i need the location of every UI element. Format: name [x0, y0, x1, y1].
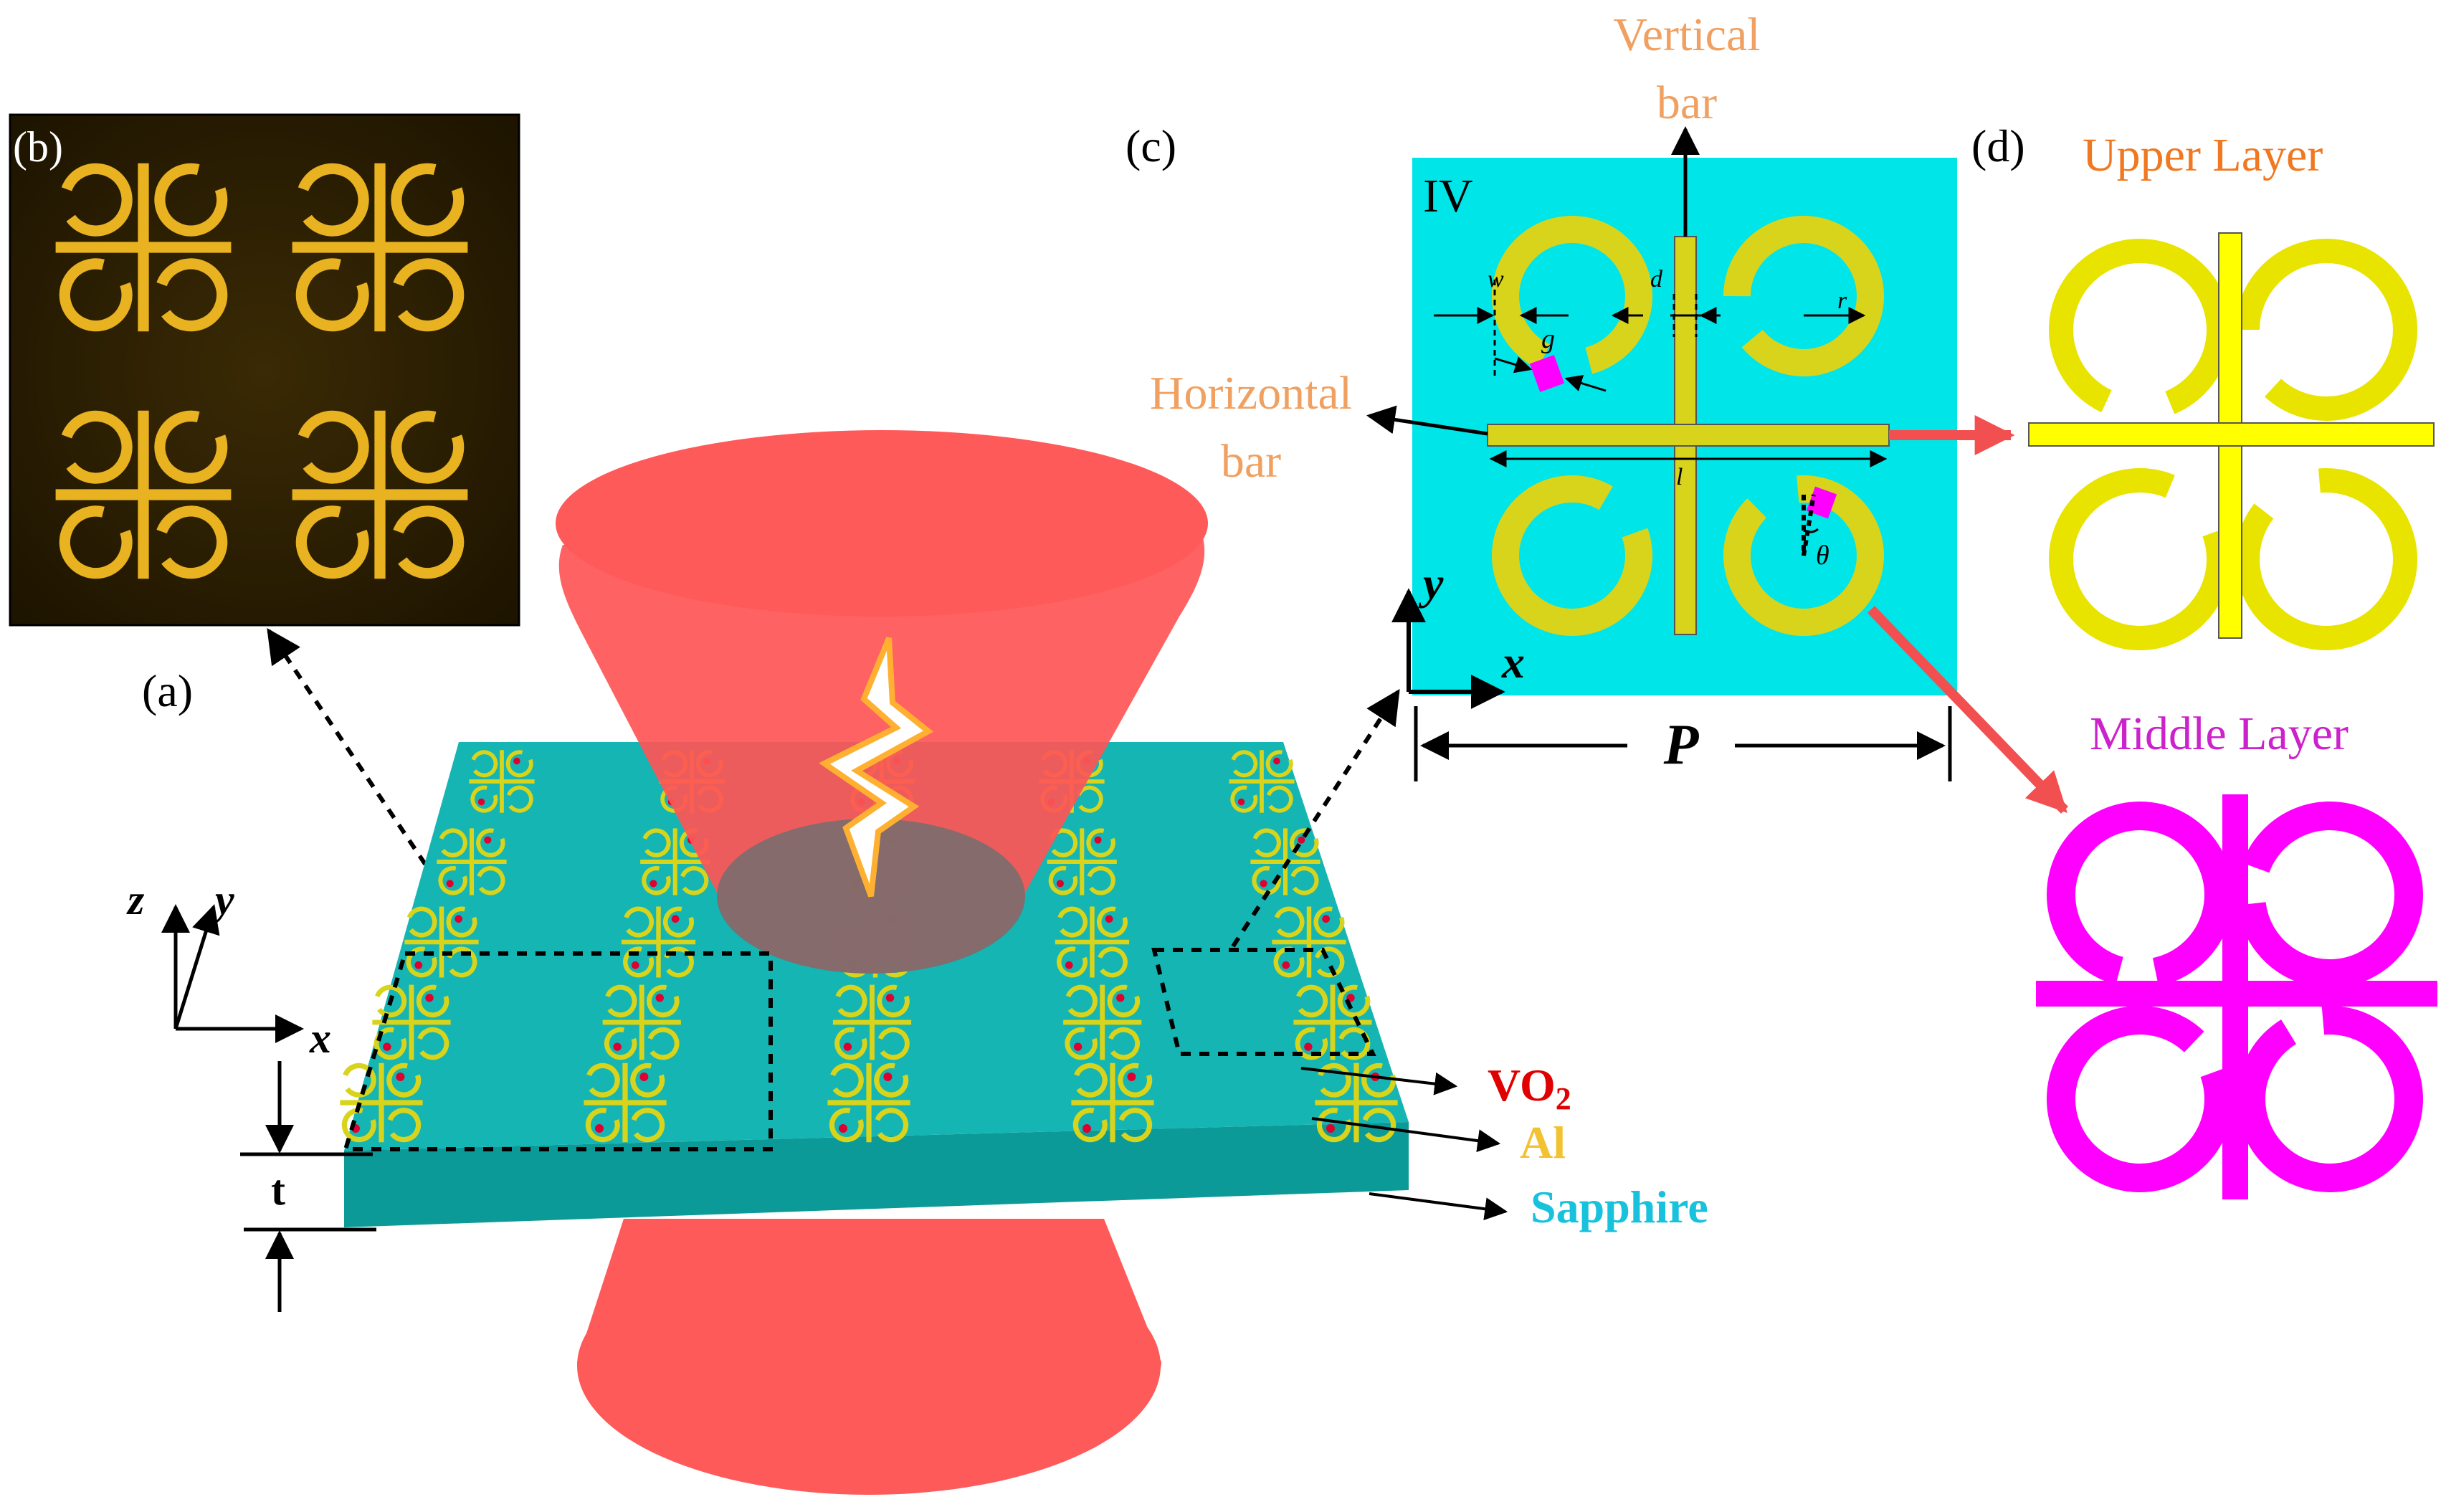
- panel-label-c: (c): [1126, 120, 1176, 171]
- param-l: l: [1676, 464, 1683, 490]
- vo2-dot: [671, 915, 680, 923]
- vo2-dot: [1304, 1042, 1313, 1051]
- vo2-dot: [513, 757, 520, 765]
- axis-x-label: x: [309, 1014, 331, 1062]
- material-sapphire-label: Sapphire: [1531, 1181, 1708, 1232]
- dimension-lines: [1434, 280, 1888, 556]
- arrow-to-middle-layer: [1867, 606, 2069, 814]
- vo2-dot: [1237, 798, 1245, 806]
- middle-layer-label: Middle Layer: [2090, 708, 2349, 760]
- upper-layer-pattern: [2049, 239, 2417, 650]
- laser-beam-lower: [577, 1219, 1161, 1495]
- vo2-dot: [885, 994, 895, 1002]
- vo2-dot: [1094, 836, 1102, 844]
- vo2-dot: [631, 961, 639, 969]
- vo2-dot: [1298, 836, 1305, 844]
- vo2-dot: [414, 961, 423, 969]
- vo2-dot: [639, 1073, 649, 1081]
- param-r: r: [1837, 287, 1847, 314]
- vo2-dot: [649, 880, 657, 888]
- vo2-dot: [1273, 757, 1280, 765]
- upper-layer-bars: [2028, 232, 2435, 639]
- vo2-dot: [455, 915, 463, 923]
- zoom-arrow-cell: [1231, 688, 1400, 948]
- panel-label-d: (d): [1971, 120, 2025, 171]
- vo2-dot: [477, 798, 485, 806]
- vo2-dot: [883, 1073, 893, 1081]
- vo2-dot: [1282, 961, 1290, 969]
- panel-label-a: (a): [142, 665, 193, 716]
- vo2-dot: [1326, 1124, 1335, 1133]
- param-g: g: [1541, 324, 1555, 354]
- period-label: P: [1663, 713, 1700, 776]
- material-al-label: Al: [1520, 1117, 1566, 1168]
- horizontal-bar-label-2: bar: [1221, 435, 1281, 488]
- param-d: d: [1650, 266, 1663, 293]
- axis-y-label: y: [211, 876, 234, 923]
- vo2-dot: [1260, 880, 1267, 888]
- unit-cell-axes: [1391, 588, 1505, 709]
- vertical-bar-label-1: Vertical: [1613, 9, 1760, 61]
- vo2-dot: [1082, 1124, 1091, 1133]
- vo2-dot: [1056, 880, 1064, 888]
- vo2-patch-bottom: [1806, 486, 1837, 519]
- vo2-dot: [1073, 1042, 1082, 1051]
- photo-panel: [9, 113, 520, 627]
- vo2-dot: [843, 1042, 852, 1051]
- vo2-dot: [595, 1124, 604, 1133]
- vo2-dot: [1322, 915, 1331, 923]
- vo2-patch-top: [1529, 355, 1565, 392]
- vo2-dot: [655, 994, 664, 1002]
- vo2-dot: [1105, 915, 1113, 923]
- vo2-dot: [383, 1042, 391, 1051]
- material-leaders: [1300, 1067, 1508, 1221]
- period-dimension: [1414, 706, 1952, 781]
- upper-layer-label: Upper Layer: [2083, 129, 2323, 181]
- vo2-dot: [446, 880, 454, 888]
- horizontal-bar-leader: [1366, 405, 1488, 436]
- vo2-dot: [484, 836, 492, 844]
- vo2-dot: [613, 1042, 622, 1051]
- thickness-indicator: [240, 1061, 376, 1312]
- thickness-label: t: [271, 1166, 285, 1214]
- vo2-dot: [839, 1124, 847, 1133]
- param-w: w: [1488, 266, 1504, 293]
- material-vo2-label: VO2: [1488, 1060, 1571, 1116]
- axis-z-label: z: [126, 876, 145, 923]
- selection-2x2: [342, 951, 773, 1151]
- lightning-icon: [819, 637, 934, 898]
- vo2-dot: [425, 994, 434, 1002]
- axes-3d: [161, 904, 304, 1043]
- unit-cell-axis-x: x: [1501, 637, 1525, 688]
- vo2-dot: [1127, 1073, 1136, 1081]
- middle-layer-pattern: [2046, 802, 2423, 1193]
- substrate-side: [344, 1122, 1409, 1227]
- vertical-bar-label-2: bar: [1657, 77, 1717, 129]
- param-theta: θ: [1816, 541, 1829, 571]
- vo2-dot: [396, 1073, 405, 1081]
- vo2-dot: [1116, 994, 1125, 1002]
- quadrant-label: IV: [1423, 170, 1473, 222]
- unit-cell-bars: [1487, 236, 1890, 635]
- middle-layer-bars: [2036, 794, 2437, 1199]
- selection-unit-cell: [1151, 948, 1376, 1056]
- horizontal-bar-label-1: Horizontal: [1150, 367, 1352, 419]
- vo2-dot: [1065, 961, 1073, 969]
- panel-label-b: (b): [13, 123, 63, 171]
